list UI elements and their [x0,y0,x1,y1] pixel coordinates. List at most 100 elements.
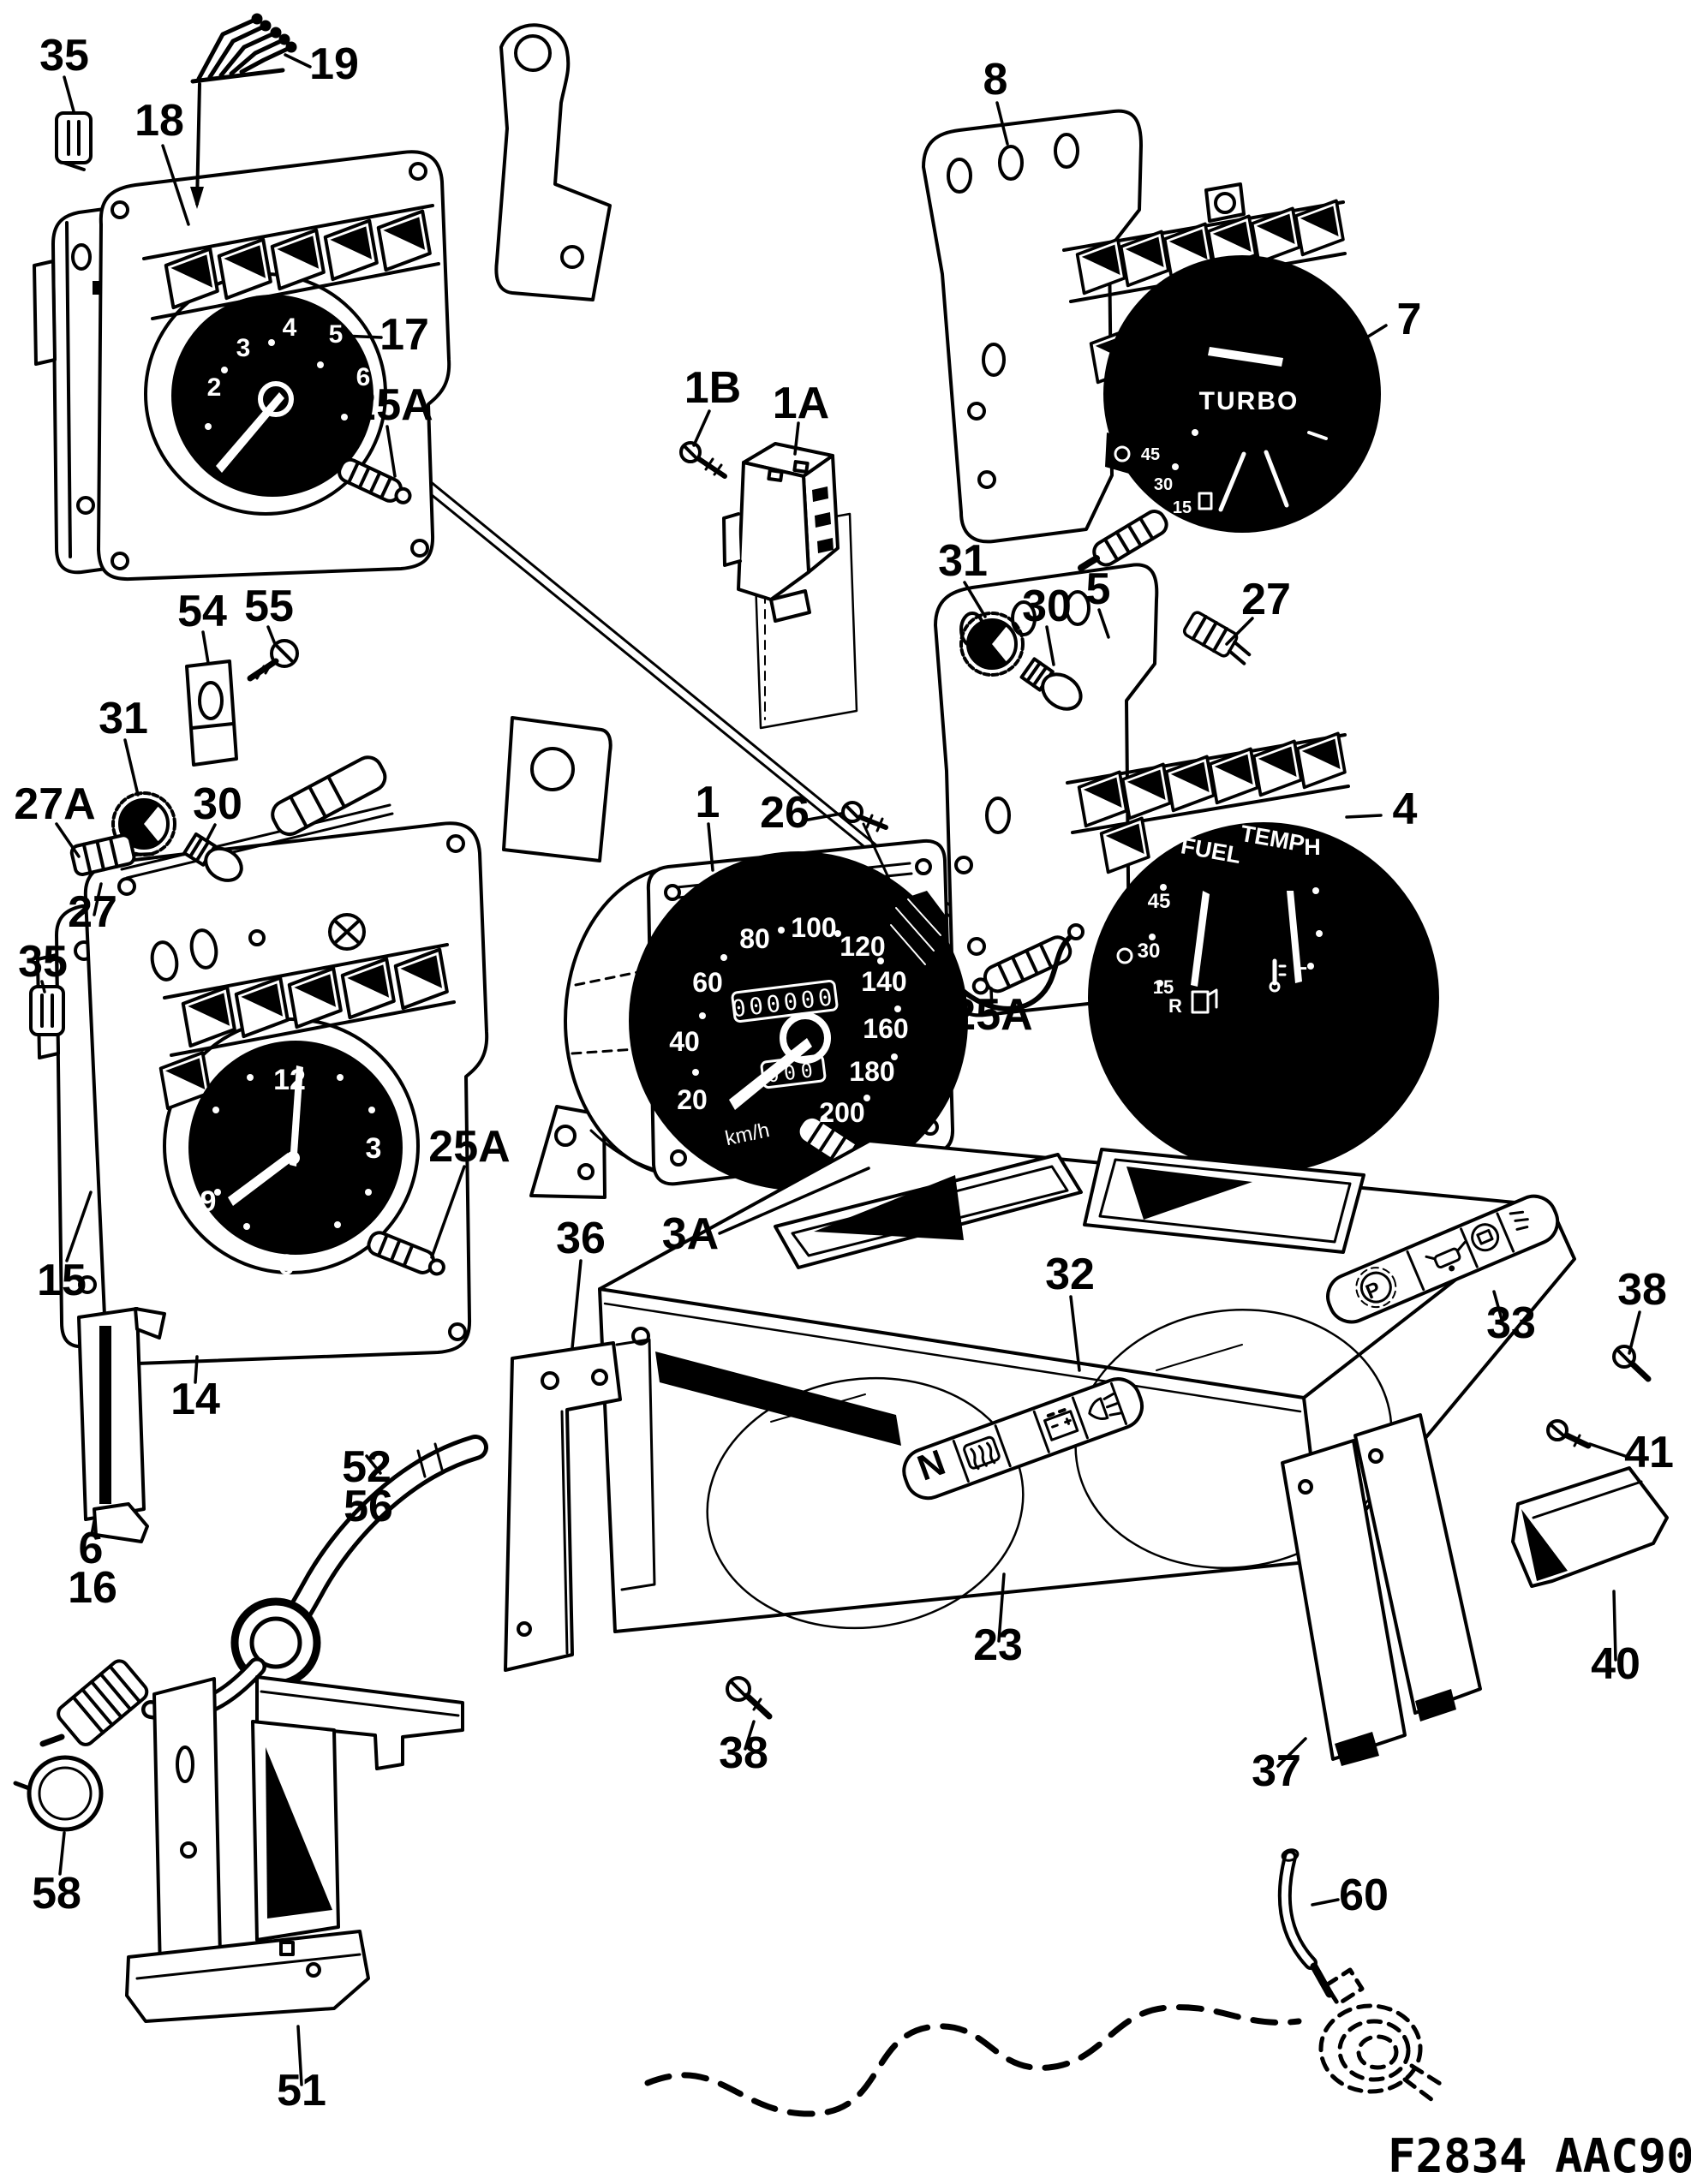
hose-horn-group [644,1848,1447,2117]
louver-bracket [158,943,456,1111]
callout-60: 60 [1339,1871,1389,1920]
tach-2: 2 [207,373,222,402]
callout-14: 14 [170,1375,220,1424]
left-bezel [774,1153,1083,1269]
callout-26: 26 [760,788,810,838]
callout-38-bottom: 38 [719,1728,768,1778]
clock-stem-25a [367,1231,445,1276]
screw-1b-head [679,441,702,463]
bulb-holder-31-right [959,612,1025,677]
tach-6: 6 [356,363,371,391]
screw-55 [247,639,299,682]
callout-54: 54 [177,587,227,636]
connector-plug-25 [882,891,1085,1011]
callout-56: 56 [344,1482,393,1531]
battery-charge-icon [1043,1408,1079,1441]
callout-1a: 1A [773,379,829,428]
screw-26 [841,801,899,899]
callout-25a-fuel: 25A [951,990,1032,1040]
callout-52: 52 [342,1442,391,1492]
speedo-140: 140 [861,966,906,997]
setting-stem-25a [338,457,412,504]
hanger-bracket-top [494,23,612,301]
odometer-box [731,980,839,1023]
tachometer-gauge [171,295,373,497]
sensor-plug-27-right [1182,611,1252,665]
callout-31-right: 31 [938,536,988,586]
leader-lines [40,53,1641,2086]
callout-35-top: 35 [39,31,89,81]
callout-6: 6 [79,1524,104,1573]
cap-58 [13,1755,104,1832]
speedo-100: 100 [791,912,836,943]
callout-27a: 27A [14,779,95,829]
clock-6: 6 [278,1249,295,1281]
callout-25a-clock: 25A [428,1122,510,1172]
speedo-160: 160 [863,1013,908,1044]
fuel-30: 30 [1138,940,1161,963]
clock-12: 12 [273,1064,306,1096]
speedo-180: 180 [849,1056,894,1087]
tachometer-assembly [33,13,612,582]
callout-30-right: 30 [1022,582,1072,631]
callout-4: 4 [1393,785,1418,834]
callout-55: 55 [244,582,294,631]
callout-18: 18 [134,96,184,146]
bulb-wires-19 [190,13,297,209]
tach-4: 4 [283,313,297,342]
bracket-54 [185,659,238,767]
bracket-40 [1511,1466,1669,1588]
speedo-200: 200 [819,1097,864,1128]
turbo-45: 45 [1141,445,1160,464]
callout-41: 41 [1624,1428,1674,1477]
callout-7: 7 [1397,295,1422,344]
temp-needle [1287,891,1302,983]
tach-hub [258,381,294,417]
callout-19: 19 [309,39,359,89]
callout-35-left: 35 [18,937,68,987]
clock-3: 3 [366,1132,382,1165]
louver-bracket [142,204,440,320]
callout-15: 15 [37,1256,87,1305]
indicator-strip-32 [902,1377,1144,1501]
turbo-gauge [1103,182,1381,533]
callout-3a: 3A [662,1209,719,1259]
callout-16: 16 [68,1563,117,1613]
retaining-clip-35-left [29,985,65,1036]
mount-plate-8 [922,109,1143,544]
callout-17: 17 [379,310,429,360]
tach-3: 3 [236,334,251,362]
bulb-axis [120,755,394,880]
turbo-15: 15 [1173,498,1192,517]
oil-pressure-icon [1425,1240,1467,1272]
high-beam-icon [1088,1392,1122,1420]
fuel-stem-25a [971,935,1073,995]
callout-38-right: 38 [1617,1265,1667,1315]
callout-25a-tach: 25A [351,380,433,430]
callout-5: 5 [1086,564,1111,614]
callout-25: 25 [888,1004,938,1053]
callout-8: 8 [983,55,1008,104]
fuel-needle [1191,891,1210,987]
callout-31-left: 31 [99,694,148,743]
callout-27-left: 27 [68,887,117,937]
callout-32: 32 [1045,1250,1095,1299]
minute-hand [290,1065,303,1167]
fuel-15: 15 [1153,976,1174,998]
alternator-icon [1471,1223,1500,1252]
speedo-20: 20 [677,1084,708,1115]
cluster-housing [504,1139,1669,1766]
parking-brake-icon [1359,1271,1392,1304]
louver-bracket [1066,731,1350,874]
speedo-40: 40 [669,1026,700,1057]
callout-36: 36 [556,1214,606,1263]
fuel-temp-gauge [1088,822,1439,1196]
frame-cutout-ring [163,1017,420,1274]
callout-33: 33 [1486,1298,1536,1348]
switch-body-1a [722,442,840,623]
fuel-r: R [1168,995,1182,1017]
horn-device [1318,1967,1447,2103]
fuel-pump-icon [1198,492,1213,510]
figure-code: F2834 AAC90 [1388,2129,1691,2183]
